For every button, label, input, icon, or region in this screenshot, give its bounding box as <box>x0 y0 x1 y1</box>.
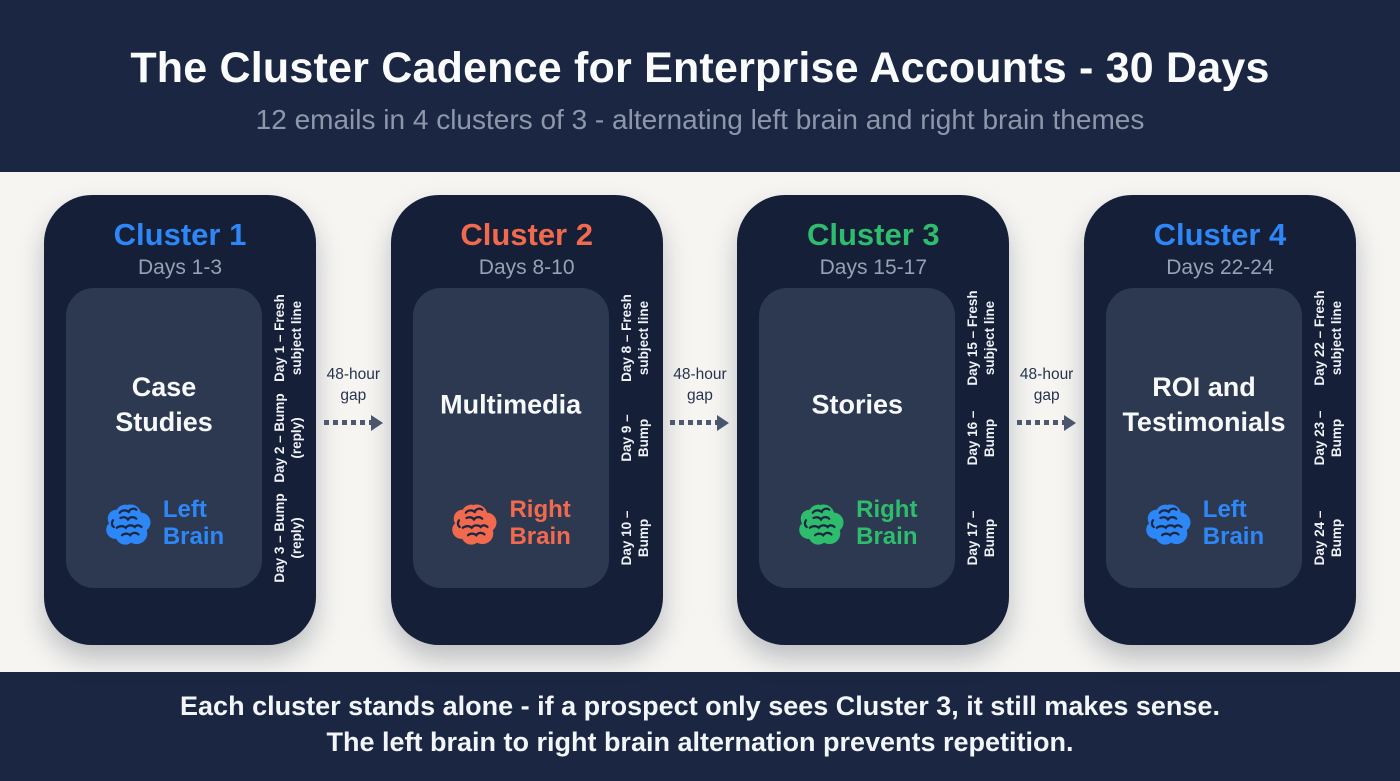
day-label: Day 3 – Bump (reply) <box>272 493 304 583</box>
cluster-2-theme-panel: Multimedia Right Brain <box>412 288 609 588</box>
arrow-right-icon <box>323 414 383 431</box>
arrow-right-icon <box>1017 414 1077 431</box>
brain-icon <box>1144 502 1192 546</box>
gap-2-inner: 48-hour gap <box>670 365 730 431</box>
gap-3: 48-hour gap <box>1010 195 1084 645</box>
cluster-1-brain-row: Left Brain <box>66 497 262 550</box>
arrow-dots <box>670 420 718 426</box>
cluster-4-brain-side-label: Left Brain <box>1202 496 1265 550</box>
cluster-1-theme: Case Studies <box>115 371 213 437</box>
cluster-4-theme-panel: ROI and Testimonials Left Brain <box>1105 288 1302 588</box>
cluster-3-brain-side-label: Right Brain <box>856 496 918 550</box>
arrow-head <box>717 414 730 431</box>
cluster-1-days: Days 1-3 <box>137 256 223 279</box>
cluster-card-2: Cluster 2 Days 8-10 Multimedia Right Bra… <box>390 195 663 645</box>
cluster-1-brain-side-label: Left Brain <box>162 496 225 550</box>
gap-2: 48-hour gap <box>663 195 737 645</box>
day-label: Day 17 – Bump <box>965 510 998 566</box>
cluster-4-day-labels: Day 22 – Fresh subject line Day 23 – Bum… <box>1302 288 1356 588</box>
gap-1-inner: 48-hour gap <box>323 365 383 431</box>
cluster-2-days: Days 8-10 <box>478 256 575 279</box>
gap-2-label: 48-hour gap <box>673 366 727 404</box>
arrow-head <box>1064 414 1077 431</box>
footer-line-1: Each cluster stands alone - if a prospec… <box>180 691 1220 721</box>
brain-icon <box>450 502 498 546</box>
arrow-head <box>370 414 383 431</box>
arrow-right-icon <box>670 414 730 431</box>
day-label: Day 24 – Bump <box>1312 510 1344 566</box>
cluster-2-theme: Multimedia <box>440 389 582 420</box>
gap-3-label: 48-hour gap <box>1019 366 1074 404</box>
gap-1-label: 48-hour gap <box>326 366 381 404</box>
brain-icon <box>797 502 845 546</box>
cluster-3-theme-panel: Stories Right Brain <box>759 288 956 588</box>
clusters-band: Cluster 1 Days 1-3 Case Studies Left Bra… <box>0 172 1400 672</box>
cluster-3-day-labels: Day 15 – Fresh subject line Day 16 – Bum… <box>955 288 1009 588</box>
cluster-card-4: Cluster 4 Days 22-24 ROI and Testimonial… <box>1083 195 1356 645</box>
cluster-card-1: Cluster 1 Days 1-3 Case Studies Left Bra… <box>44 195 316 645</box>
cluster-2-day-labels: Day 8 – Fresh subject line Day 9 – Bump … <box>609 288 663 588</box>
cluster-2-brain-side-label: Right Brain <box>509 496 571 550</box>
cluster-3-theme: Stories <box>811 389 904 420</box>
day-label-cell: Day 24 – Bump <box>1302 488 1356 588</box>
cluster-4-theme: ROI and Testimonials <box>1122 371 1286 437</box>
day-label-cell: Day 10 – Bump <box>609 488 663 588</box>
footer: Each cluster stands alone - if a prospec… <box>0 672 1400 781</box>
footer-line-2: The left brain to right brain alternatio… <box>326 727 1074 757</box>
cluster-3-days: Days 15-17 <box>819 256 927 279</box>
gap-1: 48-hour gap <box>316 195 390 645</box>
gap-3-inner: 48-hour gap <box>1017 365 1077 431</box>
arrow-dots <box>1017 420 1065 426</box>
cluster-2-title: Cluster 2 <box>460 217 593 252</box>
cluster-3-brain-row: Right Brain <box>759 497 955 550</box>
day-label-cell: Day 17 – Bump <box>955 488 1009 588</box>
cluster-1-day-labels: Day 1 – Fresh subject line Day 2 – Bump … <box>262 288 316 588</box>
cluster-1-title: Cluster 1 <box>113 217 247 252</box>
page-subtitle: 12 emails in 4 clusters of 3 - alternati… <box>255 104 1145 135</box>
cluster-card-3: Cluster 3 Days 15-17 Stories Right Brain… <box>737 195 1010 645</box>
arrow-dots <box>323 420 371 426</box>
day-label-cell: Day 3 – Bump (reply) <box>262 488 316 588</box>
cluster-4-days: Days 22-24 <box>1166 256 1274 279</box>
cluster-1-theme-panel: Case Studies Left Brain <box>66 288 262 588</box>
header: The Cluster Cadence for Enterprise Accou… <box>0 0 1400 172</box>
page-title: The Cluster Cadence for Enterprise Accou… <box>130 44 1270 92</box>
cluster-4-title: Cluster 4 <box>1153 217 1287 252</box>
cluster-4-brain-row: Left Brain <box>1106 497 1302 550</box>
cluster-3-title: Cluster 3 <box>806 217 940 252</box>
day-label: Day 10 – Bump <box>618 510 651 566</box>
cluster-2-brain-row: Right Brain <box>413 497 609 550</box>
brain-icon <box>104 502 152 546</box>
